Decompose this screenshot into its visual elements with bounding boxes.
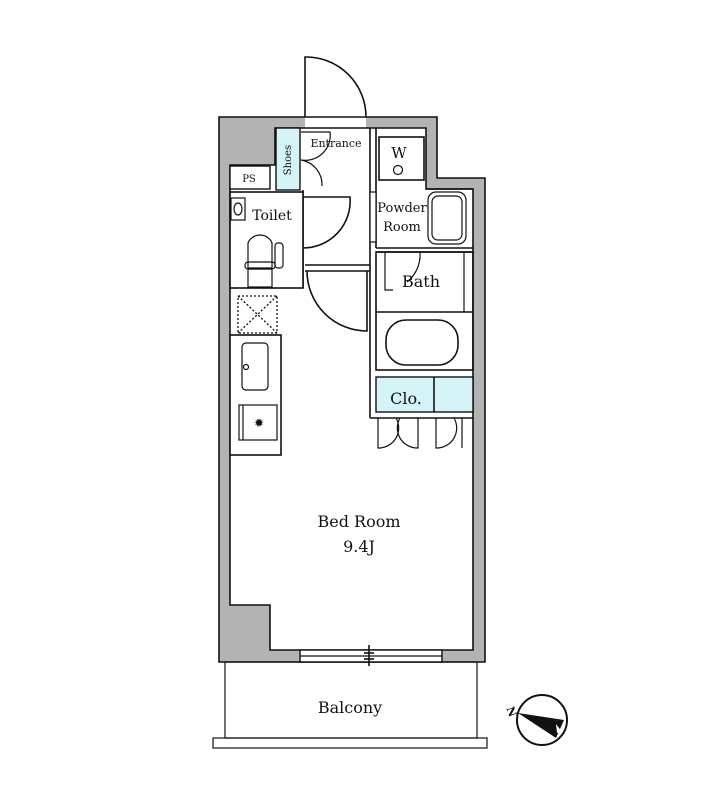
toilet-icon — [244, 234, 284, 288]
closet-doors[interactable] — [377, 417, 463, 449]
toilet-room — [229, 191, 304, 289]
bathroom — [375, 251, 474, 371]
fridge-space — [237, 295, 278, 334]
entrance-door-opening — [305, 116, 366, 129]
stove-icon — [238, 404, 278, 441]
bath-door-swing[interactable] — [384, 251, 421, 291]
shoes-door-swing[interactable] — [300, 131, 331, 187]
toilet-label: Toilet — [252, 208, 292, 224]
closet — [375, 376, 474, 413]
bedroom-size: 9.4J — [343, 537, 375, 556]
washbasin — [427, 191, 467, 245]
entrance-label: Entrance — [310, 137, 361, 150]
ps-label: PS — [242, 174, 256, 185]
corridor-door-swing[interactable] — [306, 270, 368, 332]
balcony-label: Balcony — [318, 698, 382, 717]
kitchen-sink — [241, 342, 269, 391]
north-label: N — [503, 705, 519, 719]
toilet-door-swing[interactable] — [302, 196, 351, 249]
closet-label: Clo. — [390, 389, 422, 408]
toilet-paper-icon — [230, 197, 246, 221]
entrance-door-swing[interactable] — [304, 56, 367, 118]
balcony-window[interactable] — [299, 645, 443, 666]
balcony-railing — [212, 737, 488, 749]
powder-room-label-1: Powder — [377, 201, 427, 216]
shoes-cabinet — [275, 127, 301, 191]
bathtub — [385, 319, 459, 366]
powder-room-label-2: Room — [383, 220, 421, 235]
kitchen-counter — [229, 334, 282, 456]
compass-icon: N — [503, 694, 568, 746]
washer-space — [378, 136, 425, 181]
pipe-space — [229, 165, 271, 190]
shoes-label: Shoes — [283, 145, 294, 175]
bath-label: Bath — [402, 272, 440, 291]
svg-text:✹: ✹ — [254, 416, 264, 430]
bedroom-label: Bed Room — [317, 512, 400, 531]
washer-label: W — [391, 144, 407, 162]
